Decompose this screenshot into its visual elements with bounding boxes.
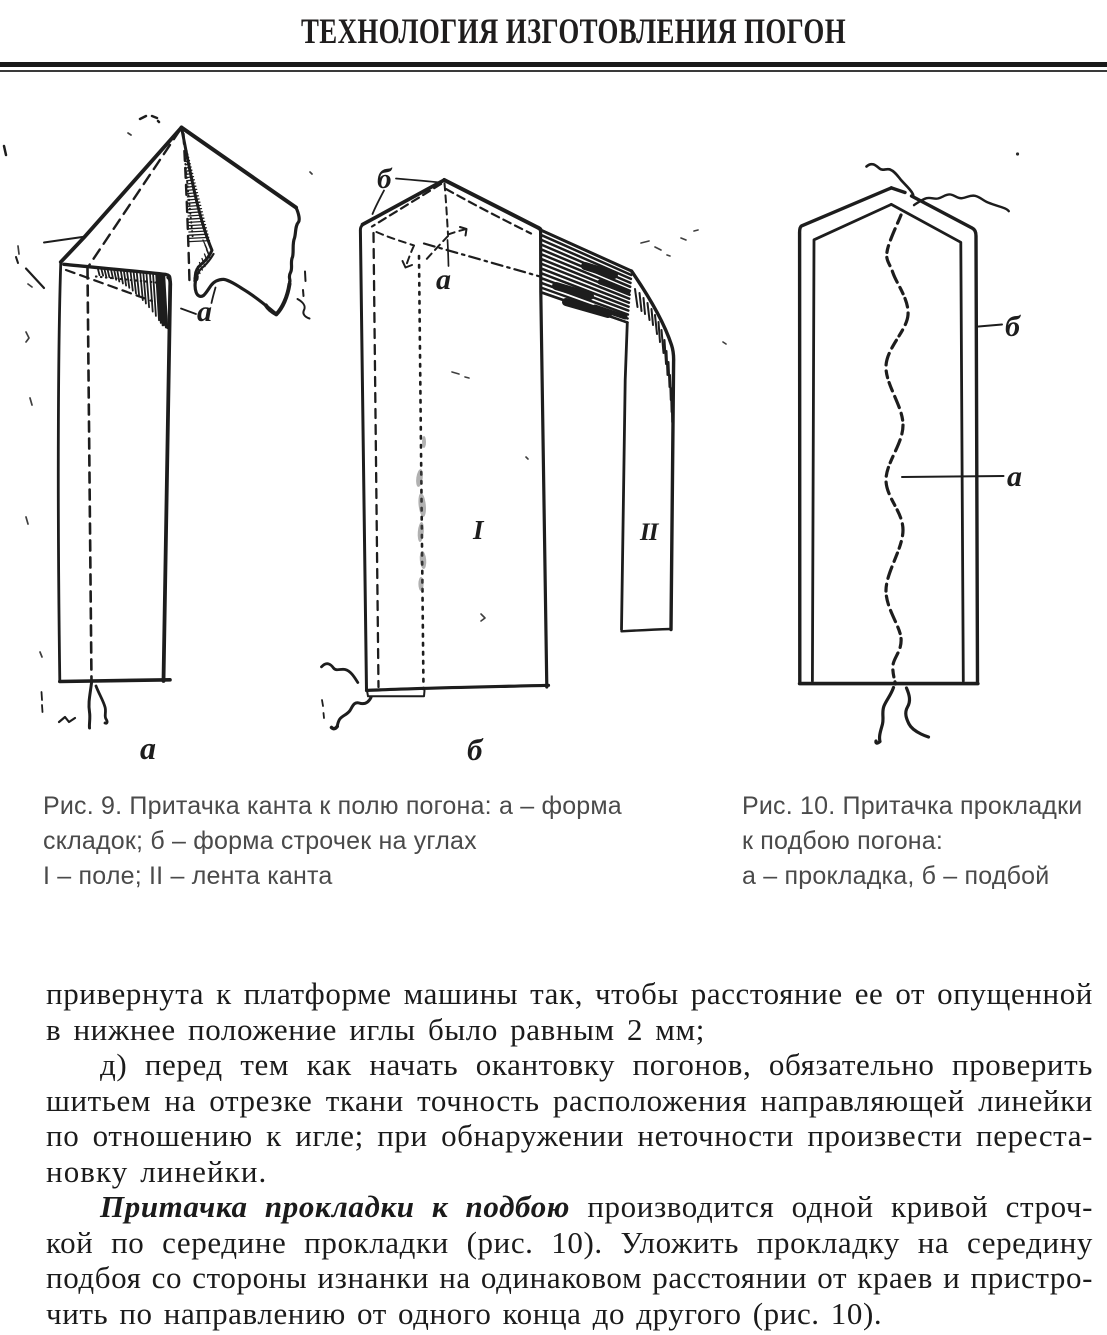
svg-text:а: а — [436, 263, 451, 296]
svg-text:а: а — [140, 730, 156, 766]
svg-text:a: a — [197, 295, 212, 328]
svg-text:а: а — [1007, 460, 1022, 493]
svg-text:II: II — [639, 519, 660, 546]
svg-text:I: I — [472, 515, 485, 545]
svg-text:б: б — [467, 732, 484, 767]
svg-text:б: б — [377, 163, 393, 195]
svg-text:б: б — [1005, 310, 1021, 343]
